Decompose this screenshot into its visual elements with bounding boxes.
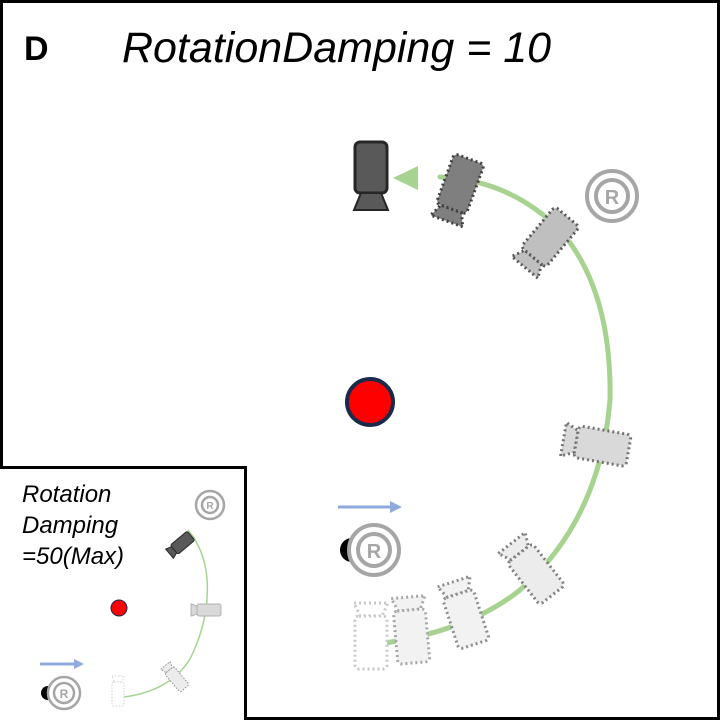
camera-icon-frame-6 [428, 153, 485, 230]
inset-label-line: Rotation [22, 481, 112, 508]
reference-marker-label: R [60, 687, 69, 701]
inset-camera-icon-start [111, 675, 125, 707]
inset-scene: R R [40, 489, 226, 711]
reference-marker-label: R [206, 501, 214, 512]
inset-camera-icon-side [190, 603, 222, 617]
target-dot [345, 377, 395, 427]
inset-label-line: =50(Max) [22, 543, 125, 570]
inset-end-reference-marker: R [194, 489, 226, 521]
panel-title: RotationDamping = 10 [122, 24, 552, 72]
reference-marker-label: R [605, 187, 620, 209]
camera-trajectory-arc [382, 174, 613, 646]
inset-panel: R R Rotation Damping =50(Max) [0, 466, 247, 720]
camera-icon-frame-3 [495, 529, 565, 605]
trajectory-arrowhead [393, 166, 418, 190]
motion-arrow-icon [338, 501, 402, 513]
inset-motion-arrow-icon [40, 659, 84, 669]
inset-label: Rotation Damping =50(Max) [22, 479, 124, 572]
camera-icon-frame-2 [434, 574, 490, 650]
end-reference-marker: R [585, 169, 639, 223]
panel-letter: D [24, 30, 49, 68]
camera-icon-frame-4 [558, 419, 633, 468]
camera-icon-frame-1 [388, 593, 431, 666]
inset-target-dot [110, 599, 128, 617]
camera-icon-final [352, 140, 390, 211]
reference-marker-label: R [367, 541, 382, 563]
inset-camera-icon-mid [159, 660, 189, 693]
inset-trajectory-arc [123, 536, 209, 698]
camera-icon-start [351, 601, 391, 671]
inset-start-reference-marker: R [41, 675, 82, 711]
inset-label-line: Damping [22, 512, 119, 539]
start-reference-marker: R [340, 523, 401, 577]
camera-icon-frame-5 [509, 206, 580, 281]
inset-camera-icon-final [164, 531, 195, 560]
